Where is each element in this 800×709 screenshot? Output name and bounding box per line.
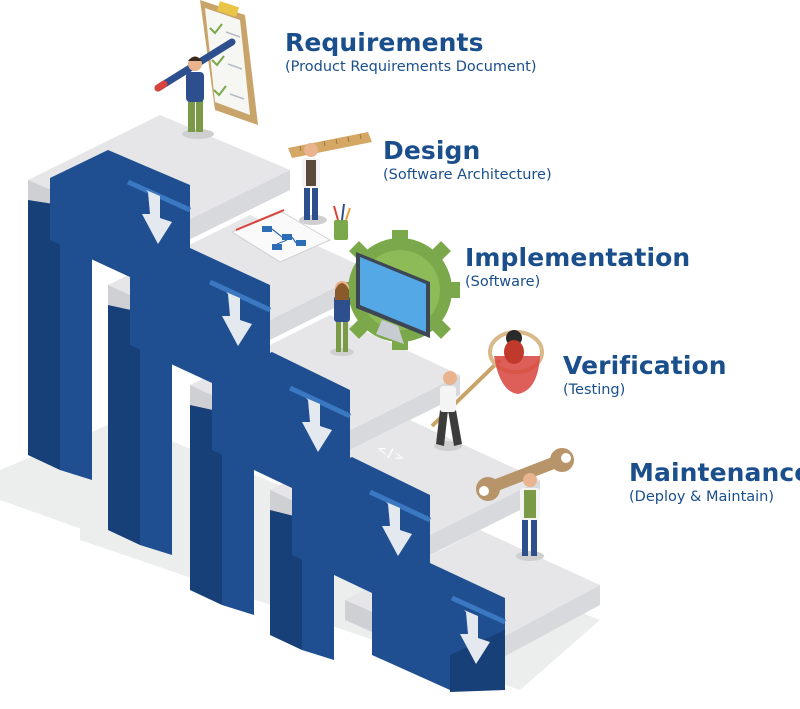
worker-maintenance — [516, 473, 544, 561]
pencil-cup-icon — [333, 203, 351, 240]
wrench-icon — [476, 448, 574, 501]
phase-title: Verification — [563, 351, 727, 380]
clipboard-icon — [200, 0, 258, 125]
phase-title: Maintenance — [629, 458, 800, 487]
worker-implementation — [330, 281, 354, 356]
phase-subtitle: (Product Requirements Document) — [285, 59, 537, 75]
bug-net-icon — [430, 330, 544, 428]
phase-subtitle: (Software) — [465, 274, 541, 290]
phase-subtitle: (Testing) — [563, 382, 626, 398]
phase-maintenance: Maintenance (Deploy & Maintain) — [629, 458, 800, 506]
down-arrow-icon — [222, 292, 252, 346]
waterfall-flow — [28, 150, 507, 692]
down-arrow-icon — [302, 398, 332, 452]
down-arrow-icon — [460, 610, 490, 664]
phase-subtitle: (Software Architecture) — [383, 167, 552, 183]
ruler-icon — [288, 132, 372, 158]
worker-requirements — [182, 56, 214, 139]
phase-requirements: Requirements (Product Requirements Docum… — [285, 28, 537, 76]
flow-arrows — [142, 190, 490, 664]
phase-title: Design — [383, 136, 481, 165]
flowchart-notepad-icon — [230, 209, 332, 263]
down-arrow-icon — [382, 502, 412, 556]
worker-verification — [434, 371, 462, 451]
phase-title: Requirements — [285, 28, 484, 57]
phase-verification: Verification (Testing) — [563, 351, 727, 399]
phase-implementation: Implementation (Software) — [465, 243, 690, 291]
phase-subtitle: (Deploy & Maintain) — [629, 489, 775, 505]
worker-design — [299, 143, 327, 225]
down-arrow-icon — [142, 190, 172, 244]
phase-design: Design (Software Architecture) — [383, 136, 552, 184]
phase-title: Implementation — [465, 243, 691, 272]
